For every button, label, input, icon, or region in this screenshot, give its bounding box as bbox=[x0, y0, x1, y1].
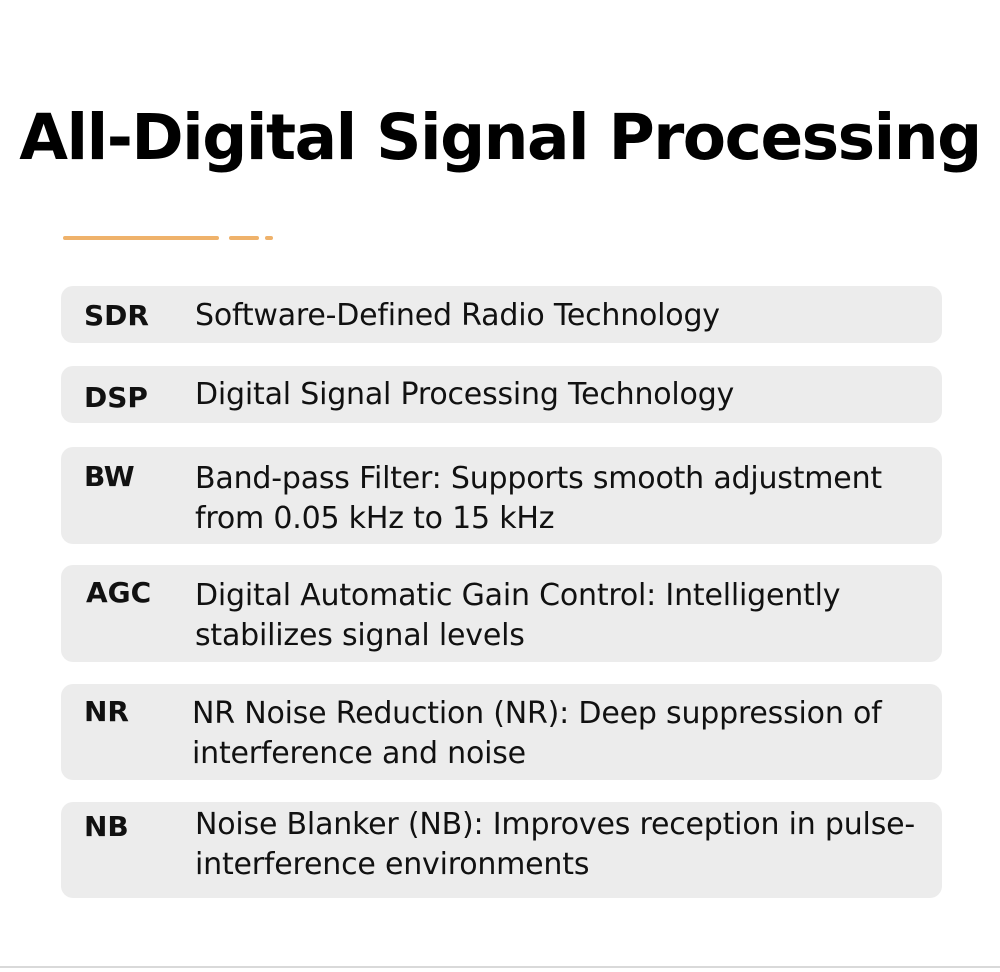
feature-description: Band-pass Filter: Supports smooth adjust… bbox=[195, 461, 882, 536]
feature-abbr: SDR bbox=[84, 299, 149, 332]
feature-row-sdr: SDR Software-Defined Radio Technology bbox=[61, 286, 942, 343]
accent-bar-long bbox=[63, 236, 219, 240]
feature-row-nb: NB Noise Blanker (NB): Improves receptio… bbox=[61, 802, 942, 898]
feature-abbr: BW bbox=[84, 460, 135, 493]
accent-dot bbox=[265, 236, 273, 240]
feature-abbr: NB bbox=[84, 810, 129, 843]
feature-description: Noise Blanker (NB): Improves reception i… bbox=[195, 807, 916, 882]
feature-description: Digital Automatic Gain Control: Intellig… bbox=[195, 578, 841, 653]
feature-description: Digital Signal Processing Technology bbox=[195, 377, 735, 412]
feature-abbr: AGC bbox=[86, 576, 152, 609]
feature-description: Software-Defined Radio Technology bbox=[195, 298, 720, 333]
feature-abbr: DSP bbox=[84, 381, 148, 414]
feature-row-dsp: DSP Digital Signal Processing Technology bbox=[61, 366, 942, 423]
accent-bar-short bbox=[229, 236, 259, 240]
feature-abbr: NR bbox=[84, 695, 129, 728]
bottom-divider bbox=[0, 966, 1000, 968]
feature-row-agc: AGC Digital Automatic Gain Control: Inte… bbox=[61, 565, 942, 662]
feature-row-nr: NR NR Noise Reduction (NR): Deep suppres… bbox=[61, 684, 942, 780]
page-title: All-Digital Signal Processing bbox=[19, 101, 982, 174]
feature-description: NR Noise Reduction (NR): Deep suppressio… bbox=[192, 696, 882, 771]
feature-row-bw: BW Band-pass Filter: Supports smooth adj… bbox=[61, 447, 942, 544]
